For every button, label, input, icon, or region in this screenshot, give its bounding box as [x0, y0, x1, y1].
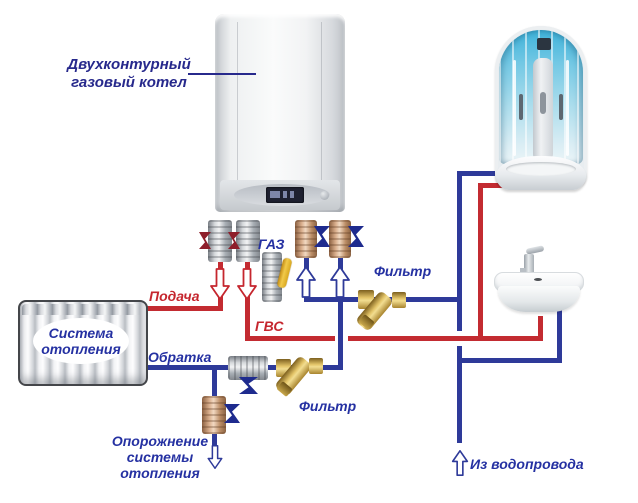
basin-drain-hole	[534, 278, 542, 281]
drain-label-line2: системы	[126, 449, 194, 465]
flow-arrow-down-hot-supply-icon	[210, 268, 230, 300]
shower-glass	[499, 30, 583, 164]
return-line-valve	[228, 356, 268, 380]
heating-system-label-line1: Система	[48, 325, 114, 341]
pipe-dhw-horizontal-right	[348, 336, 543, 341]
shower-handle	[519, 94, 523, 120]
pipe-cold-main-riser-lower	[457, 346, 462, 443]
heating-radiator: Система отопления	[18, 300, 148, 386]
supply-label: Подача	[149, 288, 200, 304]
upper-strainer-outlet-nut	[392, 292, 406, 308]
return-valve	[329, 220, 351, 258]
filter-top-label: Фильтр	[374, 263, 432, 279]
drain-label: Опорожнение системы отопления	[100, 433, 220, 481]
cold-inlet-valve	[295, 220, 317, 258]
pipe-sink-hot-riser	[538, 316, 543, 341]
flow-arrow-down-drain-icon	[207, 445, 223, 469]
pipe-heating-return-riser	[338, 258, 343, 370]
flow-arrow-down-dhw-icon	[237, 268, 257, 300]
boiler-panel-curve	[321, 22, 322, 182]
water-inlet-label: Из водопровода	[470, 456, 584, 472]
heating-system-label-line2: отопления	[41, 341, 121, 357]
pipe-shower-hot-stub	[478, 183, 505, 188]
boiler-title-line2: газовый котел	[71, 74, 187, 91]
pipe-dhw-vertical	[245, 262, 250, 341]
pipe-shower-cold-stub	[457, 171, 499, 176]
shower-base-tray	[496, 156, 586, 190]
drain-label-line3: отопления	[120, 465, 200, 481]
drain-valve	[202, 396, 226, 434]
pipe-sink-cold-riser	[557, 310, 562, 363]
boiler-display	[266, 187, 304, 203]
shower-frame-bar	[513, 60, 516, 156]
gas-label: ГАЗ	[258, 236, 285, 252]
drain-label-line1: Опорожнение	[111, 433, 209, 449]
shower-frame-bar	[566, 60, 569, 156]
flow-arrow-up-water-inlet-icon	[451, 450, 469, 476]
shower-column-slot	[540, 92, 546, 114]
lower-strainer-outlet-nut	[309, 358, 323, 374]
boiler-title-line1: Двухконтурный	[67, 56, 191, 73]
pipe-heating-supply-horizontal	[143, 306, 223, 311]
shower-cabin	[495, 26, 587, 190]
flow-arrow-up-return-icon	[330, 266, 350, 298]
filter-bottom-label: Фильтр	[299, 398, 357, 414]
dhw-label: ГВС	[255, 318, 284, 334]
flow-arrow-up-cold-inlet-icon	[296, 266, 316, 298]
pipe-cold-main-riser-upper	[457, 171, 462, 331]
pipe-shower-hot-riser	[478, 183, 483, 341]
heating-supply-valve	[208, 220, 232, 262]
pipe-sink-cold-branch	[457, 358, 562, 363]
title-pointer-line	[188, 73, 256, 75]
drain-valve-handle	[224, 404, 240, 423]
shower-top-fixture	[537, 38, 551, 50]
pipe-dhw-horizontal-left	[245, 336, 335, 341]
basin-bowl	[498, 286, 580, 312]
boiler-control-panel	[220, 180, 340, 210]
dhw-valve	[236, 220, 260, 262]
shower-handle	[559, 94, 563, 120]
washbasin	[492, 245, 586, 314]
boiler-panel-curve	[237, 22, 238, 182]
shower-base-step	[506, 162, 576, 176]
return-label: Обратка	[148, 349, 212, 365]
faucet-body	[524, 254, 534, 276]
gas-boiler	[215, 14, 345, 212]
radiator-section-joints	[22, 304, 140, 315]
shower-center-column	[533, 58, 553, 162]
heating-system-label-oval: Система отопления	[33, 318, 129, 364]
gas-valve	[262, 252, 282, 302]
boiler-knob	[320, 191, 329, 200]
boiler-title-label: Двухконтурный газовый котел	[58, 56, 200, 92]
